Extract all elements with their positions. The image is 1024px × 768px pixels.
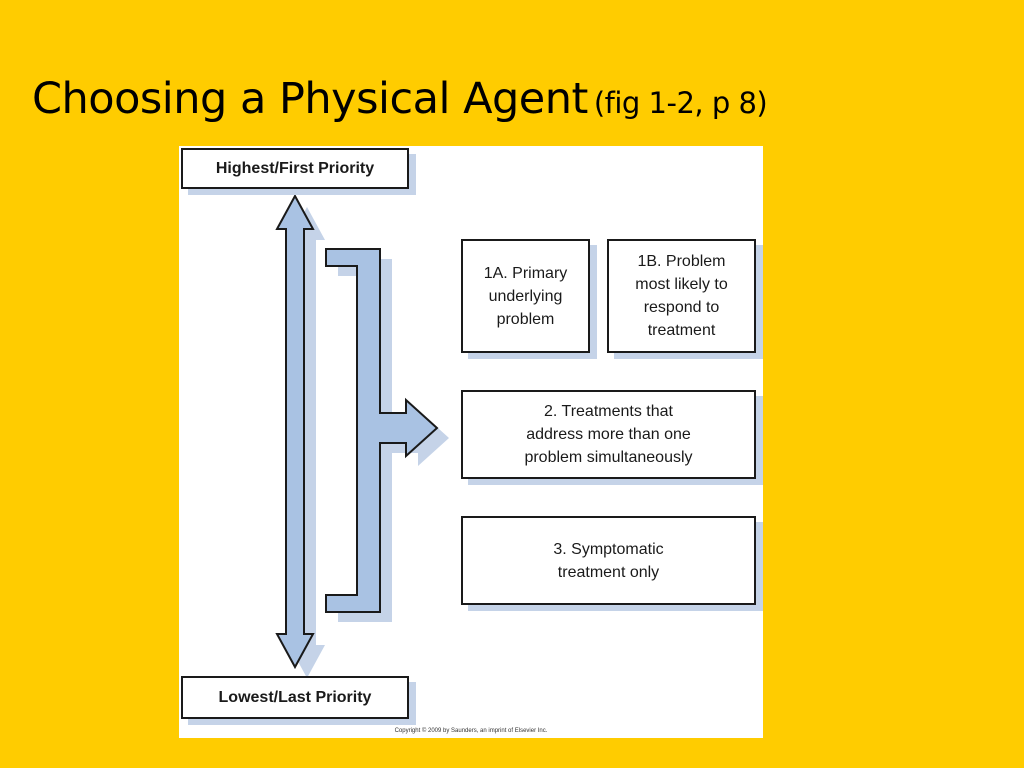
lowest-priority-text: Lowest/Last Priority [218, 688, 372, 706]
box-line: 1A. Primary [483, 264, 568, 282]
highest-priority-text: Highest/First Priority [215, 159, 375, 177]
box-line: most likely to [635, 276, 728, 293]
title-figure-reference: (fig 1-2, p 8) [593, 86, 768, 120]
box-line: 3. Symptomatic [553, 540, 664, 558]
copyright-notice: Copyright © 2009 by Saunders, an imprint… [394, 728, 548, 734]
box-line: address more than one [526, 426, 691, 443]
box-line: underlying [488, 287, 563, 305]
title-main: Choosing a Physical Agent [32, 74, 588, 124]
box-line: treatment [647, 322, 716, 339]
option-box-2: 2. Treatments that address more than one… [461, 390, 756, 479]
box-line: problem [496, 310, 555, 328]
diagram-arrows [275, 193, 449, 678]
slide-title: Choosing a Physical Agent(fig 1-2, p 8) [32, 74, 768, 124]
box-line: 2. Treatments that [544, 403, 673, 420]
box-line: treatment only [557, 563, 660, 581]
priority-diagram: Highest/First Priority Lowest/Last Prior… [179, 146, 763, 738]
box-line: 1B. Problem [637, 253, 726, 270]
option-box-1a: 1A. Primary underlying problem [461, 239, 590, 353]
box-line: respond to [643, 299, 720, 316]
bracket-arrow [325, 248, 439, 613]
option-box-1b: 1B. Problem most likely to respond to tr… [607, 239, 756, 353]
highest-priority-label: Highest/First Priority [181, 148, 409, 189]
priority-double-arrow [275, 193, 315, 670]
option-box-3: 3. Symptomatic treatment only [461, 516, 756, 605]
lowest-priority-label: Lowest/Last Priority [181, 676, 409, 719]
box-line: problem simultaneously [524, 449, 693, 466]
